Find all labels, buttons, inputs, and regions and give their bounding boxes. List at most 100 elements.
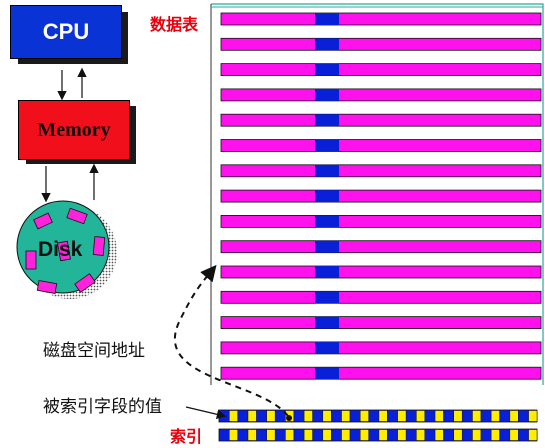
cpu-label: CPU	[42, 19, 90, 44]
index-key-cell	[528, 429, 538, 441]
row-record	[220, 113, 542, 127]
index-pointer-dot	[286, 415, 292, 421]
index-to-row-dashed-arrow	[173, 264, 289, 417]
table-row	[220, 63, 542, 76]
index-key-cell	[397, 429, 407, 441]
row-record	[220, 290, 542, 304]
row-record	[220, 316, 542, 330]
row-key-field	[315, 341, 339, 354]
table-row	[220, 113, 542, 127]
row-record	[220, 63, 542, 76]
row-key-field	[315, 63, 339, 76]
index-key-cell	[416, 410, 426, 422]
index-key-cell	[303, 410, 313, 422]
row-key-field	[315, 240, 339, 253]
index-key-cell	[229, 429, 238, 441]
table-row	[220, 37, 542, 51]
table-row	[220, 316, 542, 330]
index-key-cell	[378, 429, 388, 441]
row-key-field	[315, 38, 339, 51]
row-record	[220, 12, 542, 26]
index-key-cell	[266, 429, 276, 441]
disk-address-label: 磁盘空间地址	[43, 341, 145, 361]
index-key-cell	[416, 429, 426, 441]
row-key-field	[315, 291, 339, 304]
index-key-cell	[322, 410, 332, 422]
indexed-field-pointer	[185, 406, 227, 420]
table-row	[220, 366, 542, 380]
disk-label: Disk	[38, 238, 83, 261]
data-table-rows	[220, 12, 542, 380]
row-key-field	[315, 367, 339, 380]
index-key-cell	[453, 429, 463, 441]
index-key-cell	[285, 429, 295, 441]
index-key-cell	[378, 410, 388, 422]
disk-block	[25, 250, 37, 270]
index-key-cell	[509, 429, 519, 441]
index-key-cell	[266, 410, 276, 422]
memory-label: Memory	[37, 118, 111, 141]
index-key-cell	[303, 429, 313, 441]
memory-box: Memory	[18, 100, 130, 160]
row-key-field	[315, 13, 339, 25]
index-key-cell	[509, 410, 519, 422]
index-key-cell	[472, 410, 482, 422]
index-key-cell	[341, 410, 351, 422]
index-row	[218, 428, 538, 442]
table-row	[220, 139, 542, 152]
index-key-cell	[247, 410, 257, 422]
disk-block	[36, 280, 58, 294]
row-key-field	[315, 190, 339, 203]
row-record	[220, 341, 542, 355]
index-key-cell	[434, 429, 444, 441]
table-row	[220, 341, 542, 355]
row-key-field	[315, 88, 339, 101]
table-row	[220, 12, 542, 26]
index-key-cell	[490, 429, 500, 441]
index-key-cell	[434, 410, 444, 422]
data-table-border	[211, 3, 544, 385]
index-key-cell	[528, 410, 538, 422]
index-rows	[218, 409, 538, 442]
disk-block	[57, 240, 71, 262]
index-key-cell	[341, 429, 351, 441]
index-key-cell	[397, 410, 407, 422]
table-row	[220, 189, 542, 203]
index-key-cell	[490, 410, 500, 422]
data-table-label: 数据表	[150, 15, 199, 34]
table-row	[220, 164, 542, 178]
index-key-cell	[359, 410, 369, 422]
disk-blocks	[25, 207, 106, 294]
disk-block	[92, 236, 106, 256]
row-key-field	[315, 266, 339, 278]
index-row	[218, 409, 538, 423]
index-key-cell	[472, 429, 482, 441]
cpu-box: CPU	[10, 5, 122, 59]
row-record	[220, 214, 542, 228]
index-key-cell	[359, 429, 369, 441]
row-record	[220, 164, 542, 178]
row-record	[220, 37, 542, 51]
row-record	[220, 88, 542, 102]
index-key-cell	[453, 410, 463, 422]
row-record	[220, 265, 542, 279]
index-key-cell	[322, 429, 332, 441]
disk-block	[74, 273, 96, 293]
row-record	[220, 240, 542, 254]
table-row	[220, 290, 542, 304]
row-key-field	[315, 164, 339, 177]
index-key-cell	[247, 429, 257, 441]
table-row	[220, 240, 542, 254]
disk-block	[66, 207, 88, 225]
row-record	[220, 139, 542, 152]
index-label: 索引	[170, 427, 202, 446]
disk-block	[33, 212, 53, 230]
row-key-field	[315, 215, 339, 228]
row-key-field	[315, 316, 339, 329]
table-row	[220, 214, 542, 228]
table-row	[220, 88, 542, 102]
row-record	[220, 189, 542, 203]
index-key-cell	[229, 410, 238, 422]
row-key-field	[315, 139, 339, 152]
